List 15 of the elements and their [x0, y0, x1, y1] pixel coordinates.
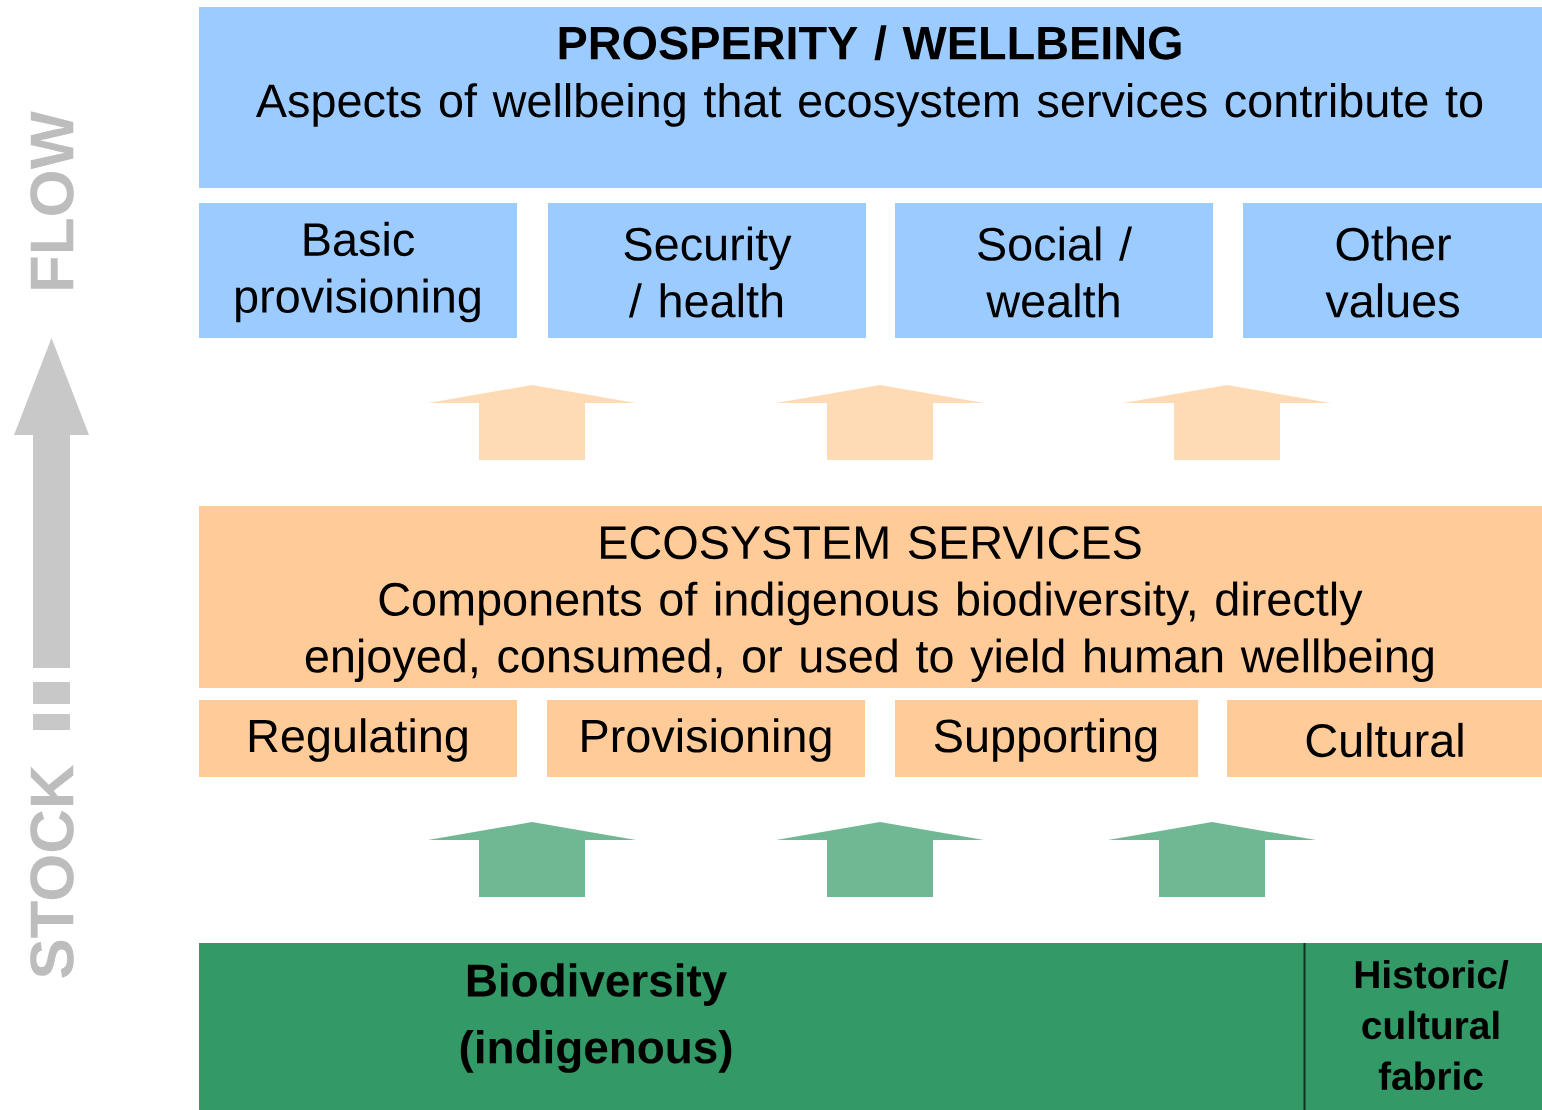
node-label: Historic/ cultural fabric: [1355, 959, 1509, 1091]
category-box: Provisioning: [547, 700, 865, 777]
services-band: ECOSYSTEM SERVICES Components of indigenous biodiversity, directly enjoyed, consumed, or used to yield human wellbeing: [199, 506, 1542, 688]
category-box: Regulating: [199, 700, 517, 777]
category-box: Basic provisioning: [199, 203, 517, 338]
category-box: Supporting: [895, 700, 1198, 777]
category-box: Other values: [1243, 203, 1542, 338]
vertical-label: STOCK: [30, 765, 74, 978]
category-box: Security / health: [548, 203, 866, 338]
category-box: Cultural: [1227, 700, 1542, 777]
heritage-box: Historic/ cultural fabric: [1305, 943, 1542, 1110]
node-label: Biodiversity (indigenous): [460, 963, 732, 1073]
category-box: Social / wealth: [895, 203, 1213, 338]
wellbeing-band: PROSPERITY / WELLBEING Aspects of wellbeing that ecosystem services contribute to: [199, 7, 1542, 188]
vertical-label: FLOW: [30, 111, 74, 289]
